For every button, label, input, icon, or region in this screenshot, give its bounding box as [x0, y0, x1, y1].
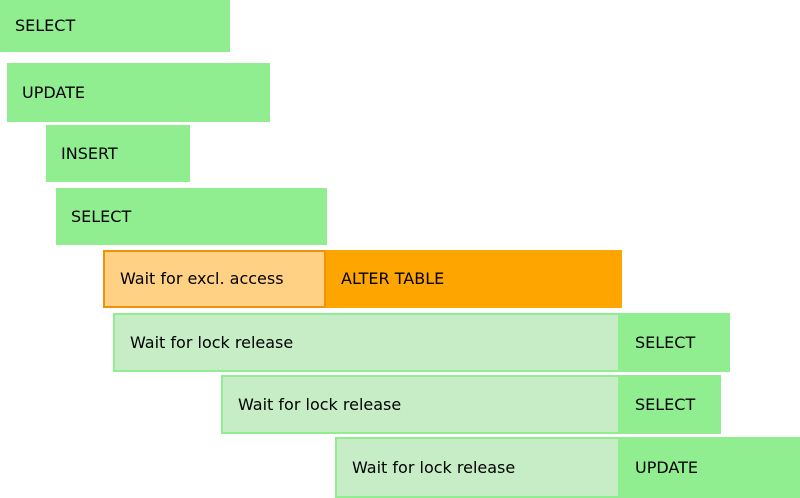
segment-label: UPDATE: [22, 82, 85, 102]
timeline-row-alter-table: Wait for excl. access ALTER TABLE: [0, 250, 800, 308]
segment-alter-table-statement: ALTER TABLE: [326, 250, 622, 308]
segment-select-2-statement: SELECT: [56, 188, 327, 245]
segment-label: UPDATE: [635, 457, 698, 477]
timeline-row-select-3: Wait for lock release SELECT: [0, 313, 800, 372]
segment-select-4-statement: SELECT: [620, 375, 721, 434]
segment-label: INSERT: [61, 143, 118, 163]
segment-select-4-wait: Wait for lock release: [221, 375, 620, 434]
segment-label: SELECT: [635, 394, 696, 414]
segment-label: ALTER TABLE: [341, 269, 445, 288]
segment-label: SELECT: [71, 206, 132, 226]
segment-label: SELECT: [635, 332, 696, 352]
timeline-row-insert-1: INSERT: [0, 125, 800, 182]
segment-update-1-statement: UPDATE: [7, 63, 270, 122]
timeline-row-select-1: SELECT: [0, 0, 800, 52]
segment-label: Wait for lock release: [238, 394, 402, 414]
segment-update-2-statement: UPDATE: [620, 437, 800, 498]
segment-alter-table-wait: Wait for excl. access: [103, 250, 326, 308]
segment-label: Wait for excl. access: [120, 269, 284, 288]
segment-update-2-wait: Wait for lock release: [335, 437, 620, 498]
timeline-row-select-2: SELECT: [0, 188, 800, 245]
timeline-row-update-1: UPDATE: [0, 63, 800, 122]
segment-label: Wait for lock release: [352, 457, 516, 477]
segment-label: SELECT: [15, 16, 76, 35]
timeline-row-update-2: Wait for lock release UPDATE: [0, 437, 800, 498]
segment-insert-1-statement: INSERT: [46, 125, 190, 182]
segment-select-3-wait: Wait for lock release: [113, 313, 620, 372]
segment-label: Wait for lock release: [130, 332, 294, 352]
segment-select-1-statement: SELECT: [0, 0, 230, 52]
segment-select-3-statement: SELECT: [620, 313, 730, 372]
timeline-row-select-4: Wait for lock release SELECT: [0, 375, 800, 434]
